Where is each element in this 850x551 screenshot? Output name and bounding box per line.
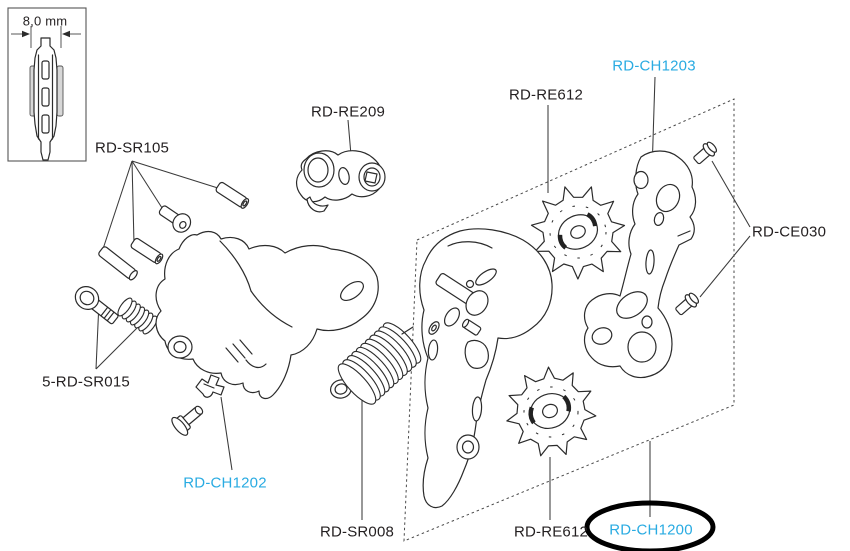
inner-cage-plate	[419, 228, 553, 509]
part-label-rd-ch1202[interactable]: RD-CH1202	[183, 474, 267, 492]
leader-line	[101, 160, 133, 253]
pulley-axle	[428, 273, 489, 336]
leader-line	[95, 321, 144, 370]
part-label-rd-re209: RD-RE209	[310, 103, 386, 121]
jockey-pulley-bottom	[506, 366, 597, 457]
part-label-rd-sr008: RD-SR008	[319, 523, 395, 541]
derailleur-body	[155, 230, 379, 400]
leader-line	[347, 119, 352, 156]
measurement-arrows	[11, 26, 81, 48]
link-plate-rd-re209	[296, 150, 386, 213]
part-label-5-rd-sr015: 5-RD-SR015	[42, 373, 130, 391]
part-label-rd-sr105: RD-SR105	[94, 139, 170, 157]
adjusting-bolt-spring	[117, 297, 158, 335]
measurement-label: 8,0 mm	[22, 13, 68, 29]
cage-rivet-upper	[693, 141, 718, 165]
pivot-pin-upper	[215, 181, 250, 209]
leader-line	[711, 160, 751, 228]
chain-width-detail-box	[7, 7, 87, 162]
part-label-rd-ch1200[interactable]: RD-CH1200	[609, 521, 693, 539]
part-label-rd-ch1203[interactable]: RD-CH1203	[612, 57, 696, 75]
part-label-rd-re612-top: RD-RE612	[508, 86, 584, 104]
leader-line	[699, 235, 751, 298]
adjusting-bolt	[74, 286, 119, 325]
leader-line	[131, 160, 222, 190]
spring-end-wire	[401, 326, 414, 335]
pivot-pin-middle	[130, 237, 164, 265]
cage-stop-bolt	[171, 405, 204, 436]
torsion-spring-rd-sr008	[337, 322, 422, 405]
cage-stop-clip	[195, 374, 225, 398]
part-label-rd-re612-bottom: RD-RE612	[513, 523, 589, 541]
leader-line	[220, 396, 233, 471]
outer-cage-plate	[583, 150, 697, 379]
highlight-ellipse	[584, 500, 716, 551]
limit-screw	[158, 205, 192, 233]
chain-link-side-view	[29, 37, 64, 161]
leader-line	[131, 160, 165, 212]
pivot-pin-lower	[98, 246, 138, 281]
leader-line	[131, 160, 135, 245]
part-label-rd-ce030: RD-CE030	[752, 223, 827, 241]
jockey-pulley-top	[530, 186, 626, 280]
cage-rivet-lower	[675, 292, 700, 316]
